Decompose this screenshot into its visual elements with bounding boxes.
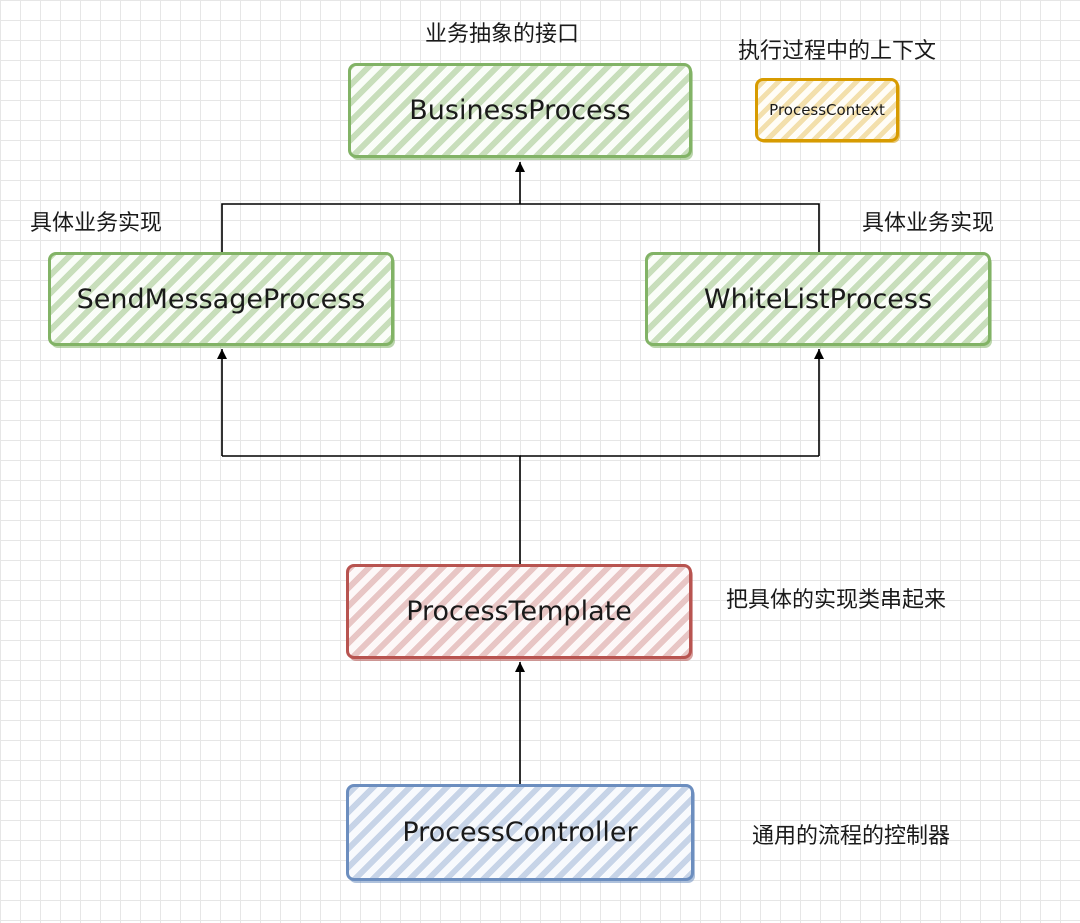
- template-desc-label: 把具体的实现类串起来: [726, 588, 947, 613]
- white-list-process-node[interactable]: WhiteListProcess: [645, 252, 991, 346]
- connector-template-to-implementations: [222, 455, 521, 564]
- connector-implementations-to-business-process: [221, 203, 820, 252]
- process-controller-title: ProcessController: [402, 817, 638, 848]
- process-controller-node[interactable]: ProcessController: [346, 784, 694, 881]
- process-context-title: ProcessContext: [769, 101, 885, 119]
- business-interface-label: 业务抽象的接口: [425, 22, 580, 47]
- white-list-process-title: WhiteListProcess: [703, 283, 933, 315]
- execution-context-label: 执行过程中的上下文: [738, 39, 937, 64]
- impl-left-label: 具体业务实现: [30, 211, 163, 236]
- impl-right-label: 具体业务实现: [862, 211, 995, 236]
- send-message-process-node[interactable]: SendMessageProcess: [48, 252, 394, 346]
- controller-desc-label: 通用的流程的控制器: [752, 824, 951, 849]
- process-template-node[interactable]: ProcessTemplate: [346, 564, 692, 659]
- process-context-node[interactable]: ProcessContext: [755, 78, 899, 142]
- business-process-node[interactable]: BusinessProcess: [348, 63, 692, 158]
- process-template-title: ProcessTemplate: [406, 596, 632, 627]
- send-message-process-title: SendMessageProcess: [76, 283, 366, 315]
- business-process-title: BusinessProcess: [409, 95, 631, 126]
